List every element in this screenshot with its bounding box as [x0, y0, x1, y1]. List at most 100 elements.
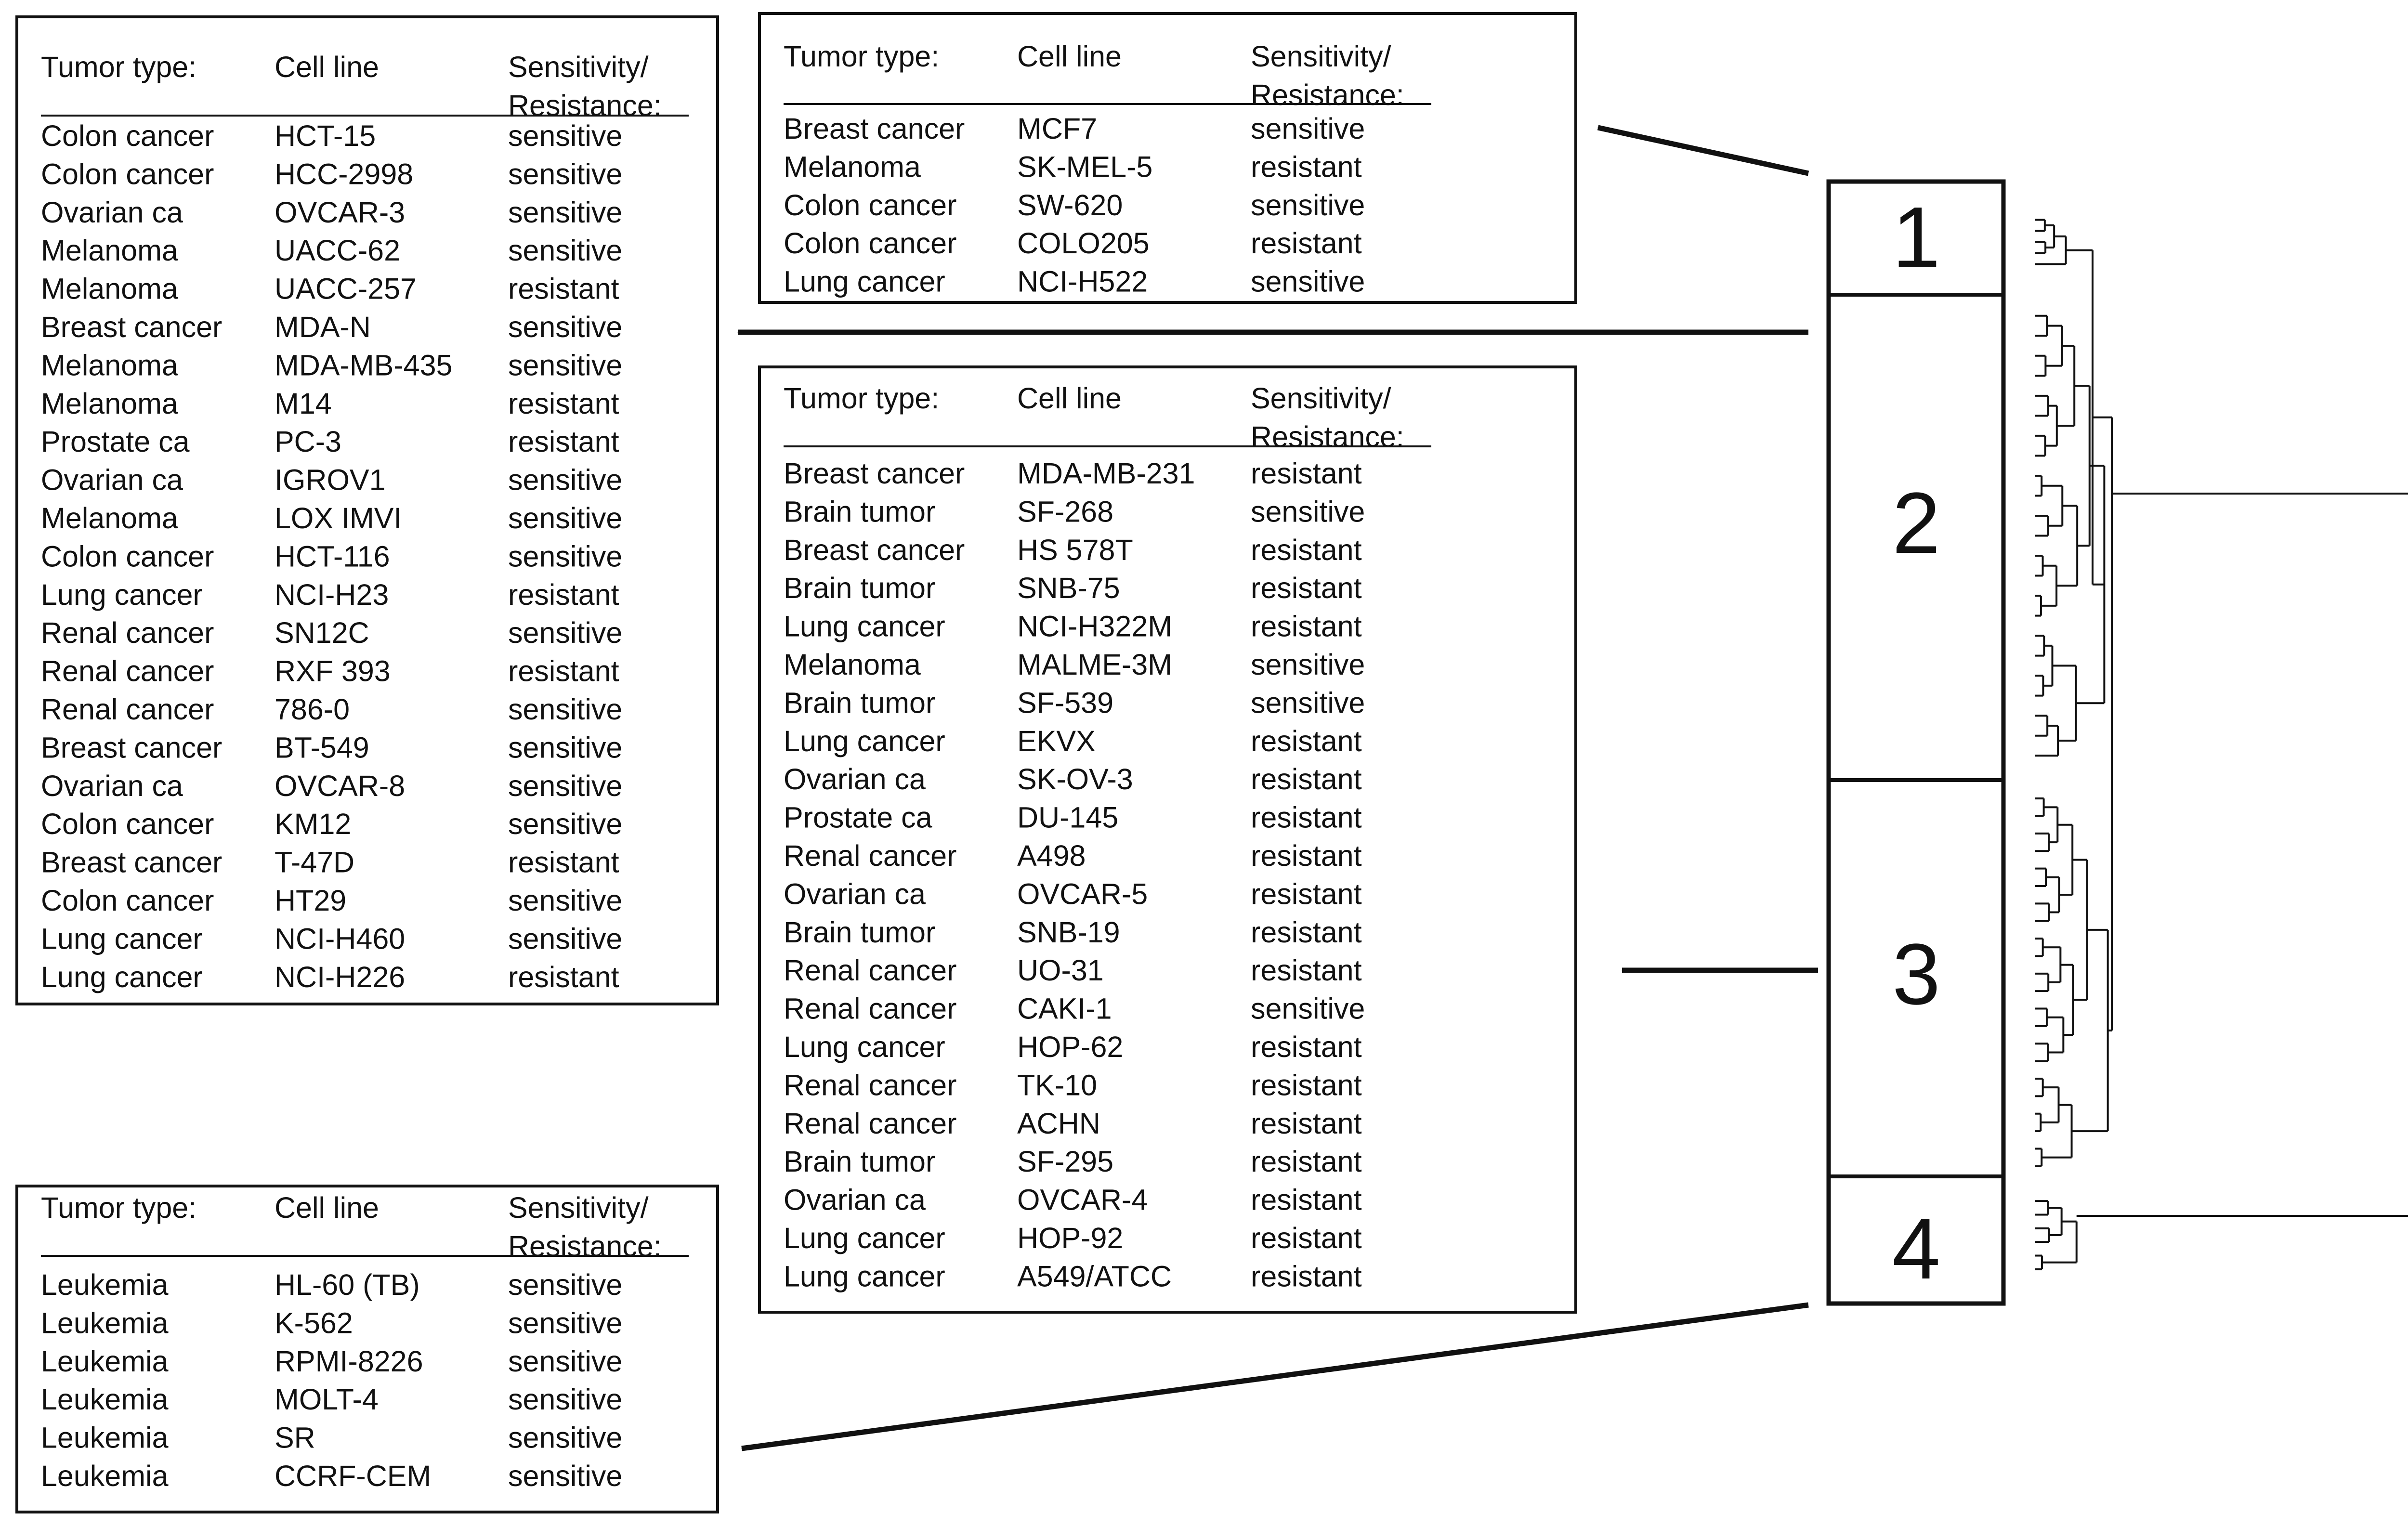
tumor-type-cell: Breast cancer [784, 457, 965, 490]
sensitivity-cell: resistant [1251, 1260, 1362, 1292]
tumor-type-cell: Colon cancer [41, 119, 214, 152]
cell-line-cell: MDA-MB-231 [1017, 457, 1195, 490]
tumor-type-cell: Lung cancer [41, 922, 203, 955]
dendrogram [2035, 219, 2408, 1270]
cluster-2-number: 2 [1892, 475, 1940, 572]
sensitivity-cell: sensitive [1251, 495, 1365, 528]
sensitivity-cell: sensitive [508, 1268, 622, 1301]
sensitivity-cell: sensitive [508, 234, 622, 267]
cluster-1-number: 1 [1892, 189, 1940, 286]
tumor-type-cell: Brain tumor [784, 916, 935, 949]
tumor-type-cell: Breast cancer [784, 112, 965, 145]
cell-line-cell: SNB-75 [1017, 572, 1120, 604]
table-frame [15, 15, 719, 1005]
cell-line-cell: SW-620 [1017, 189, 1123, 222]
table-frame [758, 12, 1577, 304]
header-cell-line: Cell line [1017, 40, 1122, 73]
cell-line-cell: UO-31 [1017, 954, 1104, 987]
tumor-type-cell: Melanoma [41, 234, 178, 267]
cell-line-cell: KM12 [275, 808, 351, 840]
arrows [737, 125, 1818, 1451]
cell-line-cell: OVCAR-8 [275, 770, 405, 802]
tumor-type-cell: Ovarian ca [784, 877, 926, 910]
sensitivity-cell: resistant [1251, 839, 1362, 872]
cell-line-cell: NCI-H460 [275, 922, 405, 955]
cell-line-cell: LOX IMVI [275, 502, 402, 535]
cell-line-cell: HCT-15 [275, 119, 376, 152]
sensitivity-cell: resistant [508, 846, 619, 879]
cell-line-cell: A549/ATCC [1017, 1260, 1172, 1292]
cell-line-cell: PC-3 [275, 425, 341, 458]
sensitivity-cell: resistant [1251, 1069, 1362, 1101]
tumor-type-cell: Lung cancer [784, 725, 945, 757]
cell-line-cell: A498 [1017, 839, 1086, 872]
cell-line-cell: SN12C [275, 616, 369, 649]
cell-line-cell: RPMI-8226 [275, 1345, 423, 1378]
cell-line-cell: NCI-H522 [1017, 265, 1148, 298]
cell-line-cell: SNB-19 [1017, 916, 1120, 949]
tumor-type-cell: Melanoma [784, 648, 921, 681]
cell-line-cell: EKVX [1017, 725, 1096, 757]
tumor-type-cell: Prostate ca [784, 801, 932, 834]
tumor-type-cell: Brain tumor [784, 495, 935, 528]
sensitivity-cell: resistant [1251, 534, 1362, 566]
tumor-type-cell: Leukemia [41, 1345, 169, 1378]
table-frame [15, 1185, 719, 1513]
header-tumor-type: Tumor type: [41, 51, 196, 83]
tumor-type-cell: Ovarian ca [784, 1184, 926, 1216]
tumor-type-cell: Brain tumor [784, 572, 935, 604]
sensitivity-cell: sensitive [508, 693, 622, 726]
header-cell-line: Cell line [275, 51, 379, 83]
tumor-type-cell: Renal cancer [784, 839, 956, 872]
sensitivity-cell: sensitive [508, 502, 622, 535]
tumor-type-cell: Leukemia [41, 1383, 169, 1416]
cell-line-cell: ACHN [1017, 1107, 1100, 1140]
sensitivity-cell: sensitive [508, 311, 622, 343]
cell-line-cell: NCI-H226 [275, 961, 405, 993]
tumor-type-cell: Renal cancer [784, 1107, 956, 1140]
cell-line-cell: TK-10 [1017, 1069, 1097, 1101]
sensitivity-cell: resistant [1251, 1222, 1362, 1254]
tumor-type-cell: Brain tumor [784, 686, 935, 719]
tumor-type-cell: Colon cancer [784, 189, 956, 222]
sensitivity-cell: sensitive [508, 464, 622, 496]
tumor-type-cell: Colon cancer [41, 808, 214, 840]
tumor-type-cell: Melanoma [41, 387, 178, 420]
sensitivity-cell: resistant [508, 387, 619, 420]
sensitivity-cell: sensitive [508, 1460, 622, 1492]
tumor-type-cell: Ovarian ca [41, 196, 183, 229]
cell-line-cell: HCT-116 [275, 540, 390, 573]
cell-line-cell: CAKI-1 [1017, 992, 1112, 1025]
sensitivity-cell: resistant [1251, 916, 1362, 949]
tumor-type-cell: Breast cancer [41, 731, 222, 764]
header-sensitivity: Sensitivity/ [1251, 382, 1391, 415]
cell-line-cell: MDA-MB-435 [275, 349, 452, 381]
sensitivity-cell: sensitive [1251, 648, 1365, 681]
sensitivity-cell: sensitive [508, 1306, 622, 1339]
table-frame [758, 365, 1577, 1314]
cluster-bar-frame [1826, 179, 2006, 1306]
sensitivity-cell: sensitive [508, 616, 622, 649]
tumor-type-cell: Renal cancer [784, 954, 956, 987]
cell-line-cell: HS 578T [1017, 534, 1133, 566]
